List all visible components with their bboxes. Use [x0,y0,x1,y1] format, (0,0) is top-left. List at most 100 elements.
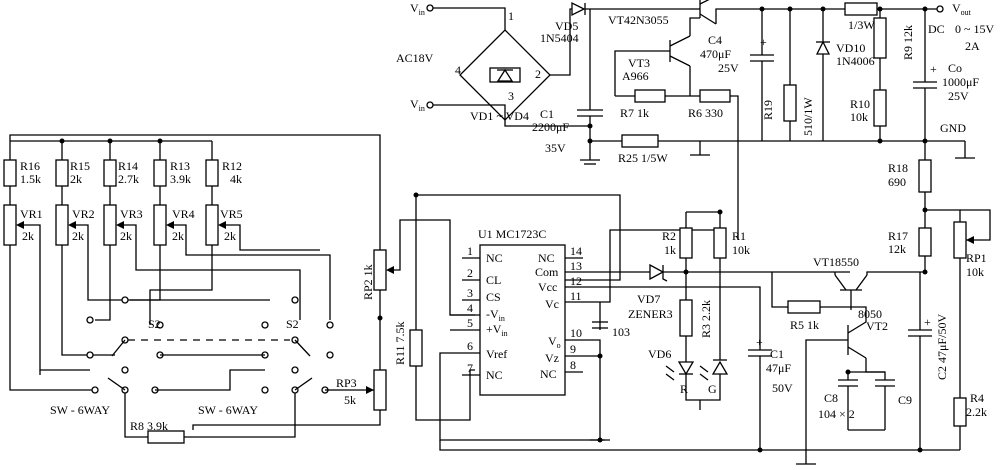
vr5-value: 2k [224,229,236,243]
resistor-r25 [621,134,659,148]
r14-value: 2.7k [118,172,139,186]
ic-pin11-name: Vc [545,297,559,311]
ic-u1 [479,244,566,396]
r13-label: R13 [170,159,190,173]
bridge-pin-1: 1 [508,9,514,23]
vr3-value: 2k [120,229,132,243]
range-label: 0 ~ 15V [955,22,994,36]
vout-label: Vout [952,1,972,17]
led-r-label: R [680,382,688,396]
rp1-label: RP1 [966,251,987,265]
ic-pin1-num: 1 [467,244,473,258]
vd10-label: VD10 [836,41,865,55]
r12-value: 4k [230,172,242,186]
r2-value: 1k [664,243,676,257]
r1-value: 10k [732,243,750,257]
r17-value: 12k [888,242,906,256]
resistor-r17 [918,227,932,257]
resistor-1-3w [844,2,878,16]
vin-bottom-label: Vin [410,97,425,113]
vr4-label: VR4 [172,207,195,221]
vr1-value: 2k [22,229,34,243]
ic-label: U1 MC1723C [478,227,546,241]
vout-terminal [936,5,944,13]
rp3-label: RP3 [336,376,357,390]
r12-label: R12 [222,159,242,173]
transistor-vt3 [669,35,691,67]
switch-s2-left[interactable] [86,296,164,394]
vd10-type: 1N4006 [836,54,875,68]
vr4[interactable] [153,204,167,246]
resistor-r9 [873,17,887,59]
vd7-label: VD7 [637,292,660,306]
r18-value: 690 [888,175,906,189]
ic-pin9-num: 9 [570,342,576,356]
ic-pin7-num: 7 [467,361,473,375]
ic-pin9-name: Vz [545,351,559,365]
co-voltage: 25V [948,89,969,103]
ic-right-pins [565,257,583,373]
c4-label: C4 [708,33,722,47]
dc-label: DC [928,22,945,36]
r-1-3w-label: 1/3W [848,18,875,32]
r1-label: R1 [732,229,746,243]
potentiometer-rp3[interactable] [373,369,387,411]
r11-label: R11 7.5k [393,321,407,365]
r19-label: R19 [761,100,775,120]
resistor-r3 [679,299,693,337]
vt2-type: 8050 [858,307,882,321]
ic-pin8-num: 8 [570,358,576,372]
c1-voltage: 50V [772,381,793,395]
bridge-pin-3: 3 [508,89,514,103]
ic-pin11-num: 11 [570,289,582,303]
vr4-value: 2k [172,229,184,243]
r3-label: R3 2.2k [699,300,713,338]
resistor-r14 [103,159,117,187]
vin-top-label: Vin [410,1,425,17]
ic-pin14-num: 14 [570,244,582,258]
rp2-label: RP2 1k [361,264,375,300]
vr2[interactable] [55,204,69,246]
ic-pin6-num: 6 [467,339,473,353]
vd5-label: VD5 [555,19,578,33]
vd5-type: 1N5404 [540,31,579,45]
ic-pin4-name: -Vin [486,307,505,323]
resistor-r6 [699,89,731,103]
ic-pin4-num: 4 [467,301,473,315]
r4-value: 2.2k [966,405,987,419]
rp3-value: 5k [344,393,356,407]
resistor-r18 [918,159,932,193]
vr3[interactable] [103,204,117,246]
r15-value: 2k [70,172,82,186]
r13-value: 3.9k [170,172,191,186]
c8-label: C8 [824,391,838,405]
vr5[interactable] [205,204,219,246]
r8-label: R8 3.9k [130,419,168,433]
vr3-label: VR3 [120,207,143,221]
c4-voltage: 25V [718,61,739,75]
resistor-r15 [55,159,69,187]
ic-pin5-num: 5 [467,316,473,330]
ic-left-pins [450,257,480,376]
vin-bottom-terminal [426,101,434,109]
r16-value: 1.5k [20,172,41,186]
ic-pin10-num: 10 [570,326,582,340]
bridge-pin-4: 4 [455,63,461,77]
potentiometer-rp1[interactable] [953,221,967,259]
potentiometer-rp2[interactable] [373,249,387,291]
ic-pin8-name: NC [540,367,557,381]
vr2-label: VR2 [72,207,95,221]
diode-vd5 [571,1,586,17]
ic-pin2-name: CL [486,273,501,287]
r9-label: R9 12k [901,25,915,60]
transistor-vt2 [847,321,867,359]
vt3-type: A966 [622,69,649,83]
vt4-label: VT42N3055 [608,13,669,27]
switch-s2-right[interactable] [261,296,334,394]
vr1[interactable] [3,204,17,246]
vr2-value: 2k [72,229,84,243]
resistor-r2 [679,227,693,259]
gnd-label: GND [940,121,966,135]
ic-pin10-name: Vo [548,334,561,350]
